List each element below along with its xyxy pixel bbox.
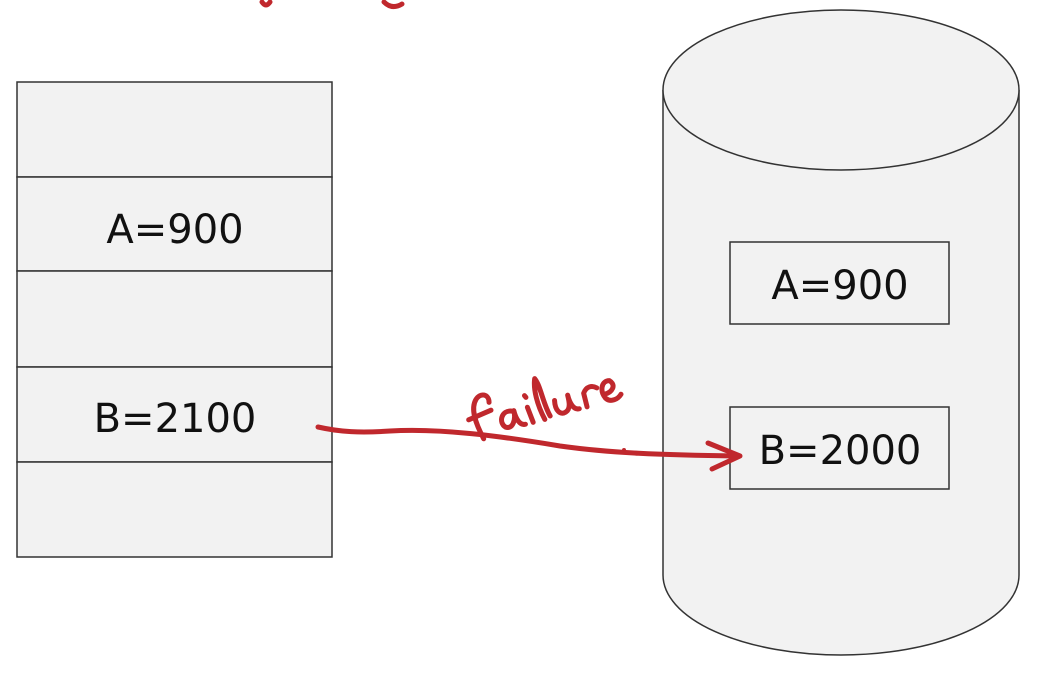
buffer-cell-4-label: B=2100	[94, 396, 257, 442]
arrow-head	[705, 440, 743, 472]
cylinder-body	[662, 90, 1020, 656]
memory-buffer: A=900 B=2100	[16, 81, 333, 558]
buffer-cell-5	[16, 461, 333, 558]
top-scribble	[259, 0, 405, 10]
db-record-2: B=2000	[729, 406, 950, 490]
failure-arrow	[315, 424, 743, 472]
db-record-2-label: B=2000	[759, 428, 922, 474]
buffer-cell-2: A=900	[16, 176, 333, 272]
db-record-1-label: A=900	[771, 263, 908, 309]
buffer-cell-1	[16, 81, 333, 178]
buffer-cell-3	[16, 270, 333, 368]
buffer-cell-4: B=2100	[16, 366, 333, 463]
ink-dot	[622, 448, 626, 452]
buffer-cell-2-label: A=900	[106, 207, 243, 253]
database-cylinder: A=900 B=2000	[662, 9, 1020, 656]
arrow-shaft	[315, 424, 741, 459]
cylinder-top	[662, 9, 1020, 171]
failure-handwriting	[466, 376, 624, 442]
db-record-1: A=900	[729, 241, 950, 325]
